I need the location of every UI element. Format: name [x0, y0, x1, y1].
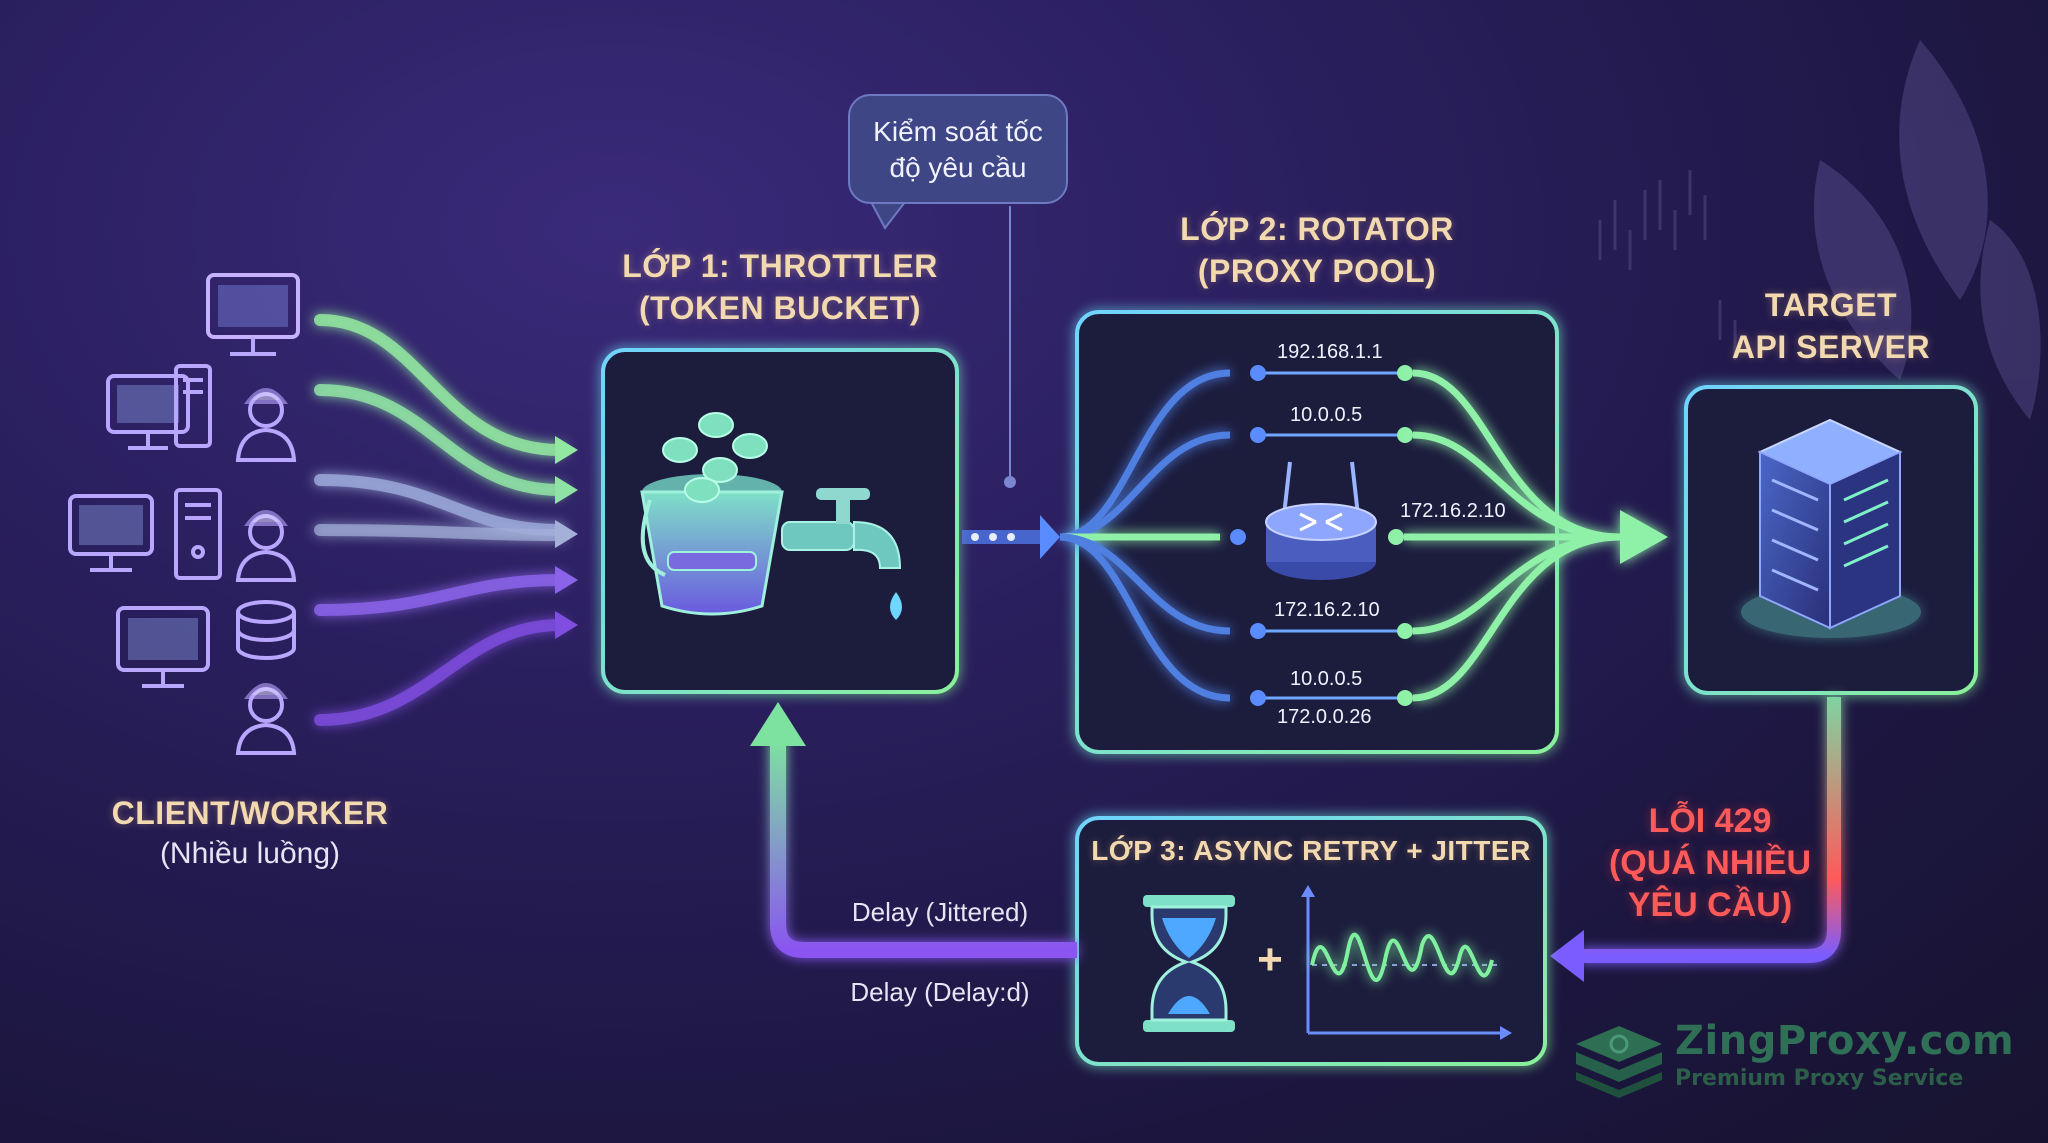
proxy-ip-2: 10.0.0.5 [1290, 404, 1363, 426]
decorative-leaves [1813, 40, 2041, 420]
retry-title: LỚP 3: ASYNC RETRY + JITTER [1091, 835, 1531, 866]
rotator-nodes [1230, 365, 1413, 706]
error-line1: LỖI 429 [1648, 802, 1772, 840]
delay-d-label: Delay (Delay:d) [850, 977, 1030, 1007]
hourglass-icon [1143, 895, 1235, 1032]
proxy-ip-4: 172.16.2.10 [1274, 599, 1380, 621]
bucket-icon [640, 412, 784, 616]
worker-icon [235, 510, 297, 582]
rotator-fan-out [1404, 369, 1621, 702]
arrowheads [555, 436, 578, 639]
client-icons [68, 273, 300, 755]
delay-jittered-label: Delay (Jittered) [851, 897, 1029, 927]
rotator-ip-lines [1258, 371, 1405, 700]
throttler-title: LỚP 1: THROTTLER (TOKEN BUCKET) [590, 245, 970, 329]
client-flow-arrows [314, 314, 566, 726]
error-return-arrow [1580, 697, 1841, 963]
monitor-icon [116, 606, 210, 688]
error-line3: YÊU CẦU) [1627, 886, 1793, 924]
database-icon [236, 600, 296, 660]
brand-name: ZingProxy.com [1675, 1018, 2015, 1064]
error-line2: (QUÁ NHIỀU [1608, 844, 1812, 882]
client-subtitle: (Nhiều luồng) [159, 837, 341, 870]
brand-logo-icon [1576, 1026, 1662, 1098]
faucet-icon [781, 488, 902, 620]
client-title: CLIENT/WORKER [111, 795, 389, 831]
monitor-icon [106, 374, 190, 450]
rotator-title-line1: LỚP 2: ROTATOR [1180, 211, 1454, 247]
throttler-title-line1: LỚP 1: THROTTLER [622, 248, 938, 284]
rate-control-callout: Kiểm soát tốc độ yêu cầu [848, 94, 1068, 204]
server-icon [1741, 418, 1921, 638]
plus-sign: + [1257, 935, 1283, 984]
router-icon [1265, 461, 1377, 580]
proxy-ip-1: 192.168.1.1 [1277, 341, 1383, 363]
callout-pointer-dot [1004, 476, 1016, 488]
error-return-arrowhead [1550, 930, 1584, 982]
rotator-title-line2: (PROXY POOL) [1197, 253, 1437, 289]
throttler-title-line2: (TOKEN BUCKET) [639, 290, 921, 326]
callout-line2: độ yêu cầu [889, 152, 1027, 183]
decorative-chart-bars [1598, 170, 1737, 360]
brand-watermark: ZingProxy.com Premium Proxy Service [1675, 1018, 2014, 1091]
worker-icon [235, 388, 297, 462]
rotator-to-target-arrowhead [1620, 510, 1668, 564]
error-429-label: LỖI 429 (QUÁ NHIỀU YÊU CẦU) [1590, 800, 1830, 926]
proxy-ip-6: 172.0.0.26 [1277, 706, 1372, 728]
callout-tail [868, 198, 907, 230]
monitor-icon [206, 273, 300, 356]
proxy-ip-3: 172.16.2.10 [1400, 500, 1506, 522]
desktop-tower-icon [174, 488, 222, 580]
monitor-icon [68, 494, 154, 572]
desktop-tower-icon [174, 364, 212, 448]
rotator-title: LỚP 2: ROTATOR (PROXY POOL) [1117, 208, 1517, 292]
retry-loop-arrowhead [750, 702, 806, 746]
callout-line1: Kiểm soát tốc [873, 116, 1043, 147]
rotator-fan-in [1059, 369, 1231, 702]
target-title-line2: API SERVER [1731, 329, 1931, 365]
brand-tagline: Premium Proxy Service [1675, 1066, 1964, 1091]
retry-loop-arrow [770, 740, 1077, 958]
target-title-line1: TARGET [1764, 287, 1898, 323]
proxy-ip-5: 10.0.0.5 [1290, 668, 1363, 690]
target-title: TARGET API SERVER [1681, 284, 1981, 368]
waveform-icon [1301, 885, 1512, 1040]
throttler-to-rotator-arrow [962, 515, 1060, 559]
worker-icon [235, 683, 297, 755]
